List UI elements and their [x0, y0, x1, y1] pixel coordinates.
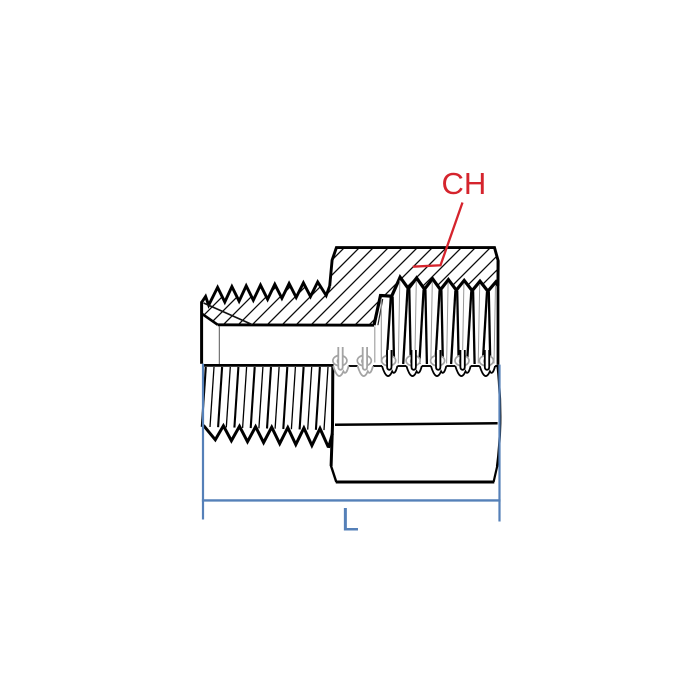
svg-text:L: L — [341, 502, 359, 538]
svg-text:CH: CH — [442, 166, 487, 201]
